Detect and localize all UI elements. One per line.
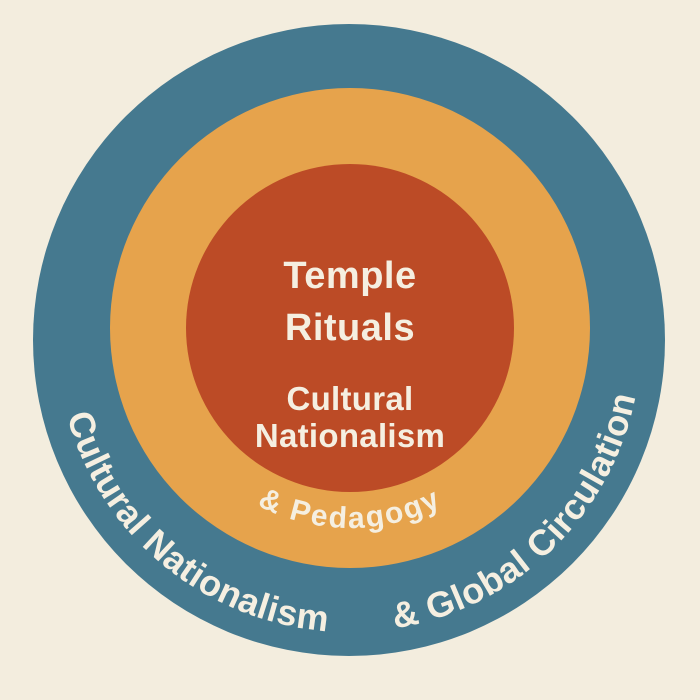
- center-title-line2: Rituals: [285, 307, 415, 349]
- center-title-line1: Temple: [283, 255, 416, 297]
- inner-circle: [186, 164, 514, 492]
- center-subtitle-line1: Cultural: [286, 380, 413, 417]
- center-subtitle-line2: Nationalism: [255, 417, 445, 454]
